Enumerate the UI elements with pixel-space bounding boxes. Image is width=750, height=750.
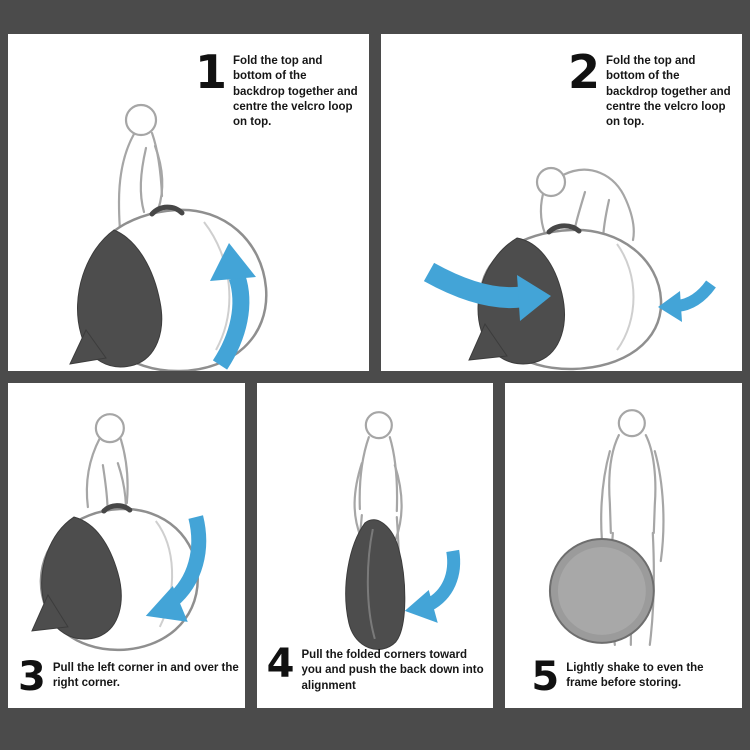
step-panel-5: 5 Lightly shake to even the frame before… — [505, 383, 743, 708]
step-number-2: 2 — [568, 45, 600, 99]
backdrop-blob — [69, 204, 268, 371]
step-caption-5: 5 Lightly shake to even the frame before… — [531, 654, 738, 701]
illustration-step-4 — [344, 411, 460, 650]
illustration-step-3 — [31, 413, 207, 652]
person-figure — [117, 103, 164, 248]
step-text-5: Lightly shake to even the frame before s… — [566, 662, 704, 690]
step-number-5: 5 — [531, 654, 559, 701]
curved-arrow-left-icon — [404, 549, 460, 623]
step-panel-2: 2 Fold the top and bottom of the backdro… — [381, 34, 742, 371]
arrow-left-icon — [658, 280, 716, 322]
step-text-2: Fold the top and bottom of the backdrop … — [606, 55, 731, 129]
step-caption-4: 4 Pull the folded corners toward you and… — [266, 641, 490, 694]
step-number-4: 4 — [266, 641, 295, 688]
step-text-4: Pull the folded corners toward you and p… — [301, 649, 484, 692]
step-caption-3: 3 Pull the left corner in and over the r… — [18, 654, 241, 701]
step-number-3: 3 — [18, 654, 46, 701]
illustration-step-5 — [549, 409, 665, 646]
illustration-step-2 — [423, 166, 716, 371]
step-panel-3: 3 Pull the left corner in and over the r… — [8, 383, 245, 708]
steps-row-top: 1 Fold the top and bottom of the backdro… — [8, 34, 742, 371]
arrow-right-icon — [423, 262, 551, 321]
illustration-step-1 — [69, 103, 268, 371]
step-text-1: Fold the top and bottom of the backdrop … — [233, 55, 358, 129]
step-caption-1: 1 Fold the top and bottom of the backdro… — [195, 45, 361, 130]
step-panel-4: 4 Pull the folded corners toward you and… — [256, 383, 494, 708]
step-caption-2: 2 Fold the top and bottom of the backdro… — [568, 45, 734, 130]
folded-disc — [549, 538, 656, 644]
step-text-3: Pull the left corner in and over the rig… — [52, 662, 239, 690]
curved-arrow-up-icon — [210, 243, 256, 370]
backdrop-blob — [31, 503, 199, 652]
step-panel-1: 1 Fold the top and bottom of the backdro… — [8, 34, 369, 371]
curved-arrow-down-left-icon — [145, 515, 207, 622]
folded-backdrop — [344, 519, 405, 650]
steps-row-bottom: 3 Pull the left corner in and over the r… — [8, 383, 743, 708]
step-number-1: 1 — [195, 45, 227, 99]
